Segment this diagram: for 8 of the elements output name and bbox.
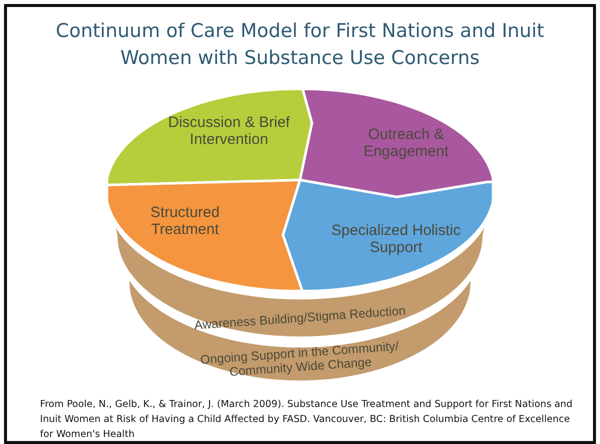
- segment-label: Specialized Holistic Support: [330, 222, 462, 256]
- segment-label: Structured Treatment: [149, 204, 221, 238]
- segment-label: Awareness Building/Stigma Reduction: [192, 302, 408, 334]
- segment-label: Outreach & Engagement: [362, 126, 450, 160]
- caption: From Poole, N., Gelb, K., & Trainor, J. (March 2009). Substance Use Treatment and Support for First Nations and Inuit Women at Risk of Having a Child Affected by FASD. Vancouver, BC: British Columbia Centre of Excellence for Women's Health: [40, 398, 574, 442]
- title: Continuum of Care Model for First Nations and Inuit Women with Substance Use Concerns: [54, 19, 546, 71]
- segment-label: Discussion & Brief Intervention: [167, 114, 291, 148]
- segment-label: Ongoing Support in the Community/ Community Wide Change: [198, 338, 400, 382]
